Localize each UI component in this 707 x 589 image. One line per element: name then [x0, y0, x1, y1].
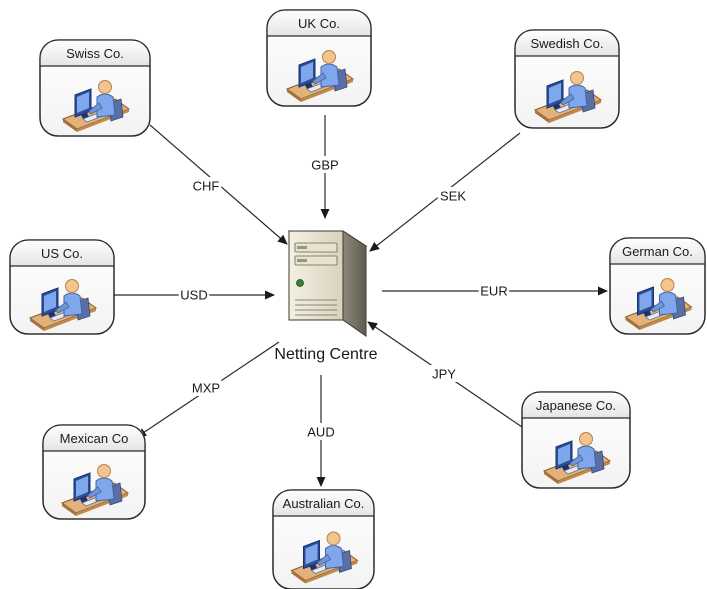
edge-german: EUR — [382, 282, 608, 299]
company-label-us: US Co. — [41, 246, 83, 261]
company-node-german: German Co. — [609, 237, 706, 335]
currency-label-uk: GBP — [311, 158, 338, 173]
company-node-us: US Co. — [9, 239, 115, 335]
company-label-mexican: Mexican Co — [60, 431, 129, 446]
edge-swedish: SEK — [369, 132, 521, 252]
edge-japanese: JPY — [367, 321, 523, 428]
company-card-outline — [609, 237, 706, 335]
edge-label-bg — [190, 379, 222, 396]
edge-label-bg — [190, 177, 222, 194]
company-card-outline — [521, 391, 631, 489]
edge-label-bg — [437, 187, 469, 204]
company-card-outline — [9, 239, 115, 335]
edge-label-bg — [178, 286, 210, 303]
currency-label-swedish: SEK — [440, 189, 466, 204]
edges-layer: CHF GBP SEK USD EUR MXP AUD JPY — [114, 115, 608, 487]
edge-label-bg — [478, 282, 510, 299]
currency-label-mexican: MXP — [192, 381, 220, 396]
company-node-swiss: Swiss Co. — [39, 39, 151, 137]
company-label-australian: Australian Co. — [283, 496, 365, 511]
nodes-layer: Swiss Co. UK Co. Swedish Co. US Co. German C… — [9, 9, 706, 589]
currency-label-us: USD — [180, 288, 207, 303]
company-card-header — [10, 240, 114, 266]
company-card-header — [610, 238, 705, 264]
edge-australian: AUD — [305, 375, 337, 487]
company-label-swedish: Swedish Co. — [531, 36, 604, 51]
edge-label-bg — [305, 423, 337, 440]
edge-uk: GBP — [309, 115, 341, 219]
company-card-outline — [266, 9, 372, 107]
company-card-outline — [42, 424, 146, 520]
company-card-header — [273, 490, 374, 516]
currency-label-japanese: JPY — [432, 367, 456, 382]
company-card-outline — [39, 39, 151, 137]
company-node-swedish: Swedish Co. — [514, 29, 620, 129]
company-card-header — [522, 392, 630, 418]
currency-label-australian: AUD — [307, 425, 334, 440]
currency-label-german: EUR — [480, 284, 507, 299]
edge-mexican: MXP — [136, 341, 280, 438]
company-card-header — [267, 10, 371, 36]
company-label-swiss: Swiss Co. — [66, 46, 124, 61]
edge-label-bg — [428, 365, 460, 382]
server-tower-icon — [287, 230, 368, 337]
company-card-outline — [514, 29, 620, 129]
netting-centre-label: Netting Centre — [274, 346, 377, 363]
company-card-header — [43, 425, 145, 451]
company-card-outline — [272, 489, 375, 589]
netting-centre-node: Netting Centre — [274, 230, 378, 363]
company-node-japanese: Japanese Co. — [521, 391, 631, 489]
company-label-japanese: Japanese Co. — [536, 398, 616, 413]
edge-swiss: CHF — [149, 124, 288, 245]
company-node-mexican: Mexican Co — [42, 424, 146, 520]
edge-label-bg — [309, 156, 341, 173]
company-card-header — [515, 30, 619, 56]
company-label-uk: UK Co. — [298, 16, 340, 31]
company-label-german: German Co. — [622, 244, 693, 259]
company-node-uk: UK Co. — [266, 9, 372, 107]
currency-label-swiss: CHF — [193, 179, 220, 194]
company-node-australian: Australian Co. — [272, 489, 375, 589]
company-card-header — [40, 40, 150, 66]
edge-us: USD — [114, 286, 275, 303]
